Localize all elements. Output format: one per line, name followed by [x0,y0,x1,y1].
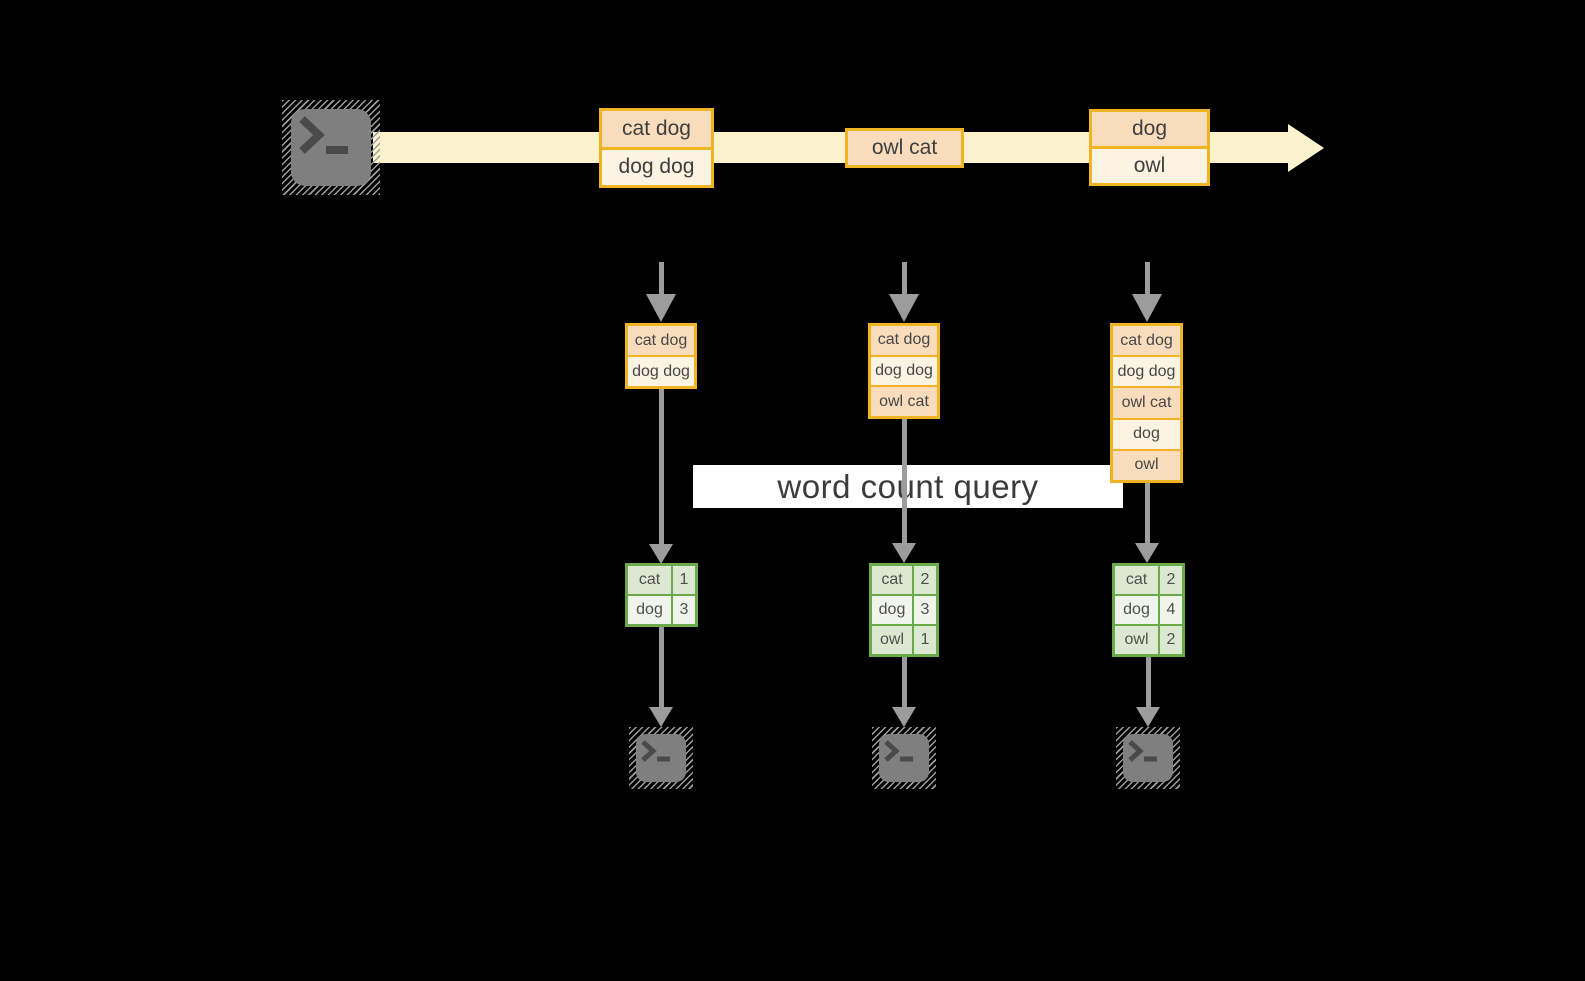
sink-terminal-icon-2 [872,727,936,789]
terminal-body [291,109,371,186]
stream-arrowhead-icon [1288,124,1324,172]
count-word: owl [872,626,912,654]
terminal-prompt-icon [299,116,348,154]
input-row: owl [1113,448,1180,481]
terminal-body [1123,734,1173,782]
query-arrow-shaft [902,416,907,544]
count-value: 1 [673,566,695,594]
dash-arrow-shaft [1145,262,1150,294]
input-row: owl cat [1113,386,1180,418]
batch-box-2: owl cat [845,128,964,168]
count-value: 3 [914,596,936,624]
terminal-body [636,734,686,782]
input-row: dog dog [628,355,694,386]
batch-line: dog [1092,112,1207,146]
count-value: 2 [1160,566,1182,594]
count-value: 1 [914,626,936,654]
batch-box-3: dog owl [1089,109,1210,186]
dash-arrow-shaft [659,262,664,294]
down-arrowhead-icon [1136,707,1160,727]
batch-box-1: cat dog dog dog [599,108,714,188]
count-word: owl [1115,626,1158,654]
sink-terminal-icon-1 [629,727,693,789]
batch-line: owl [1092,146,1207,183]
count-word: cat [628,566,671,594]
query-banner: word count query [693,465,1123,508]
input-row: dog dog [1113,355,1180,387]
batch-line: owl cat [848,131,961,165]
down-arrowhead-icon [892,543,916,563]
query-arrow-shaft [1145,480,1150,544]
count-word: dog [1115,596,1158,624]
input-row: dog [1113,417,1180,449]
down-arrowhead-icon [889,294,919,322]
count-value: 2 [914,566,936,594]
terminal-prompt-icon [884,740,913,762]
source-terminal-icon [282,100,380,195]
down-arrowhead-icon [1132,294,1162,322]
input-row: cat dog [871,326,937,355]
query-label: word count query [777,467,1039,505]
count-word: dog [628,596,671,624]
sink-arrow-shaft [902,656,907,708]
input-row: dog dog [871,354,937,386]
count-value: 4 [1160,596,1182,624]
down-arrowhead-icon [1135,543,1159,563]
input-row: cat dog [628,326,694,355]
dash-arrow-shaft [902,262,907,294]
count-word: dog [872,596,912,624]
count-word: cat [1115,566,1158,594]
terminal-prompt-icon [641,740,670,762]
input-table-2: cat dog dog dog owl cat [868,323,940,419]
count-table-2: cat 2 dog 3 owl 1 [869,563,939,657]
count-word: cat [872,566,912,594]
down-arrowhead-icon [646,294,676,322]
count-table-3: cat 2 dog 4 owl 2 [1112,563,1185,657]
down-arrowhead-icon [649,707,673,727]
batch-line: cat dog [602,111,711,147]
count-value: 2 [1160,626,1182,654]
terminal-body [879,734,929,782]
terminal-prompt-icon [1128,740,1157,762]
sink-arrow-shaft [659,626,664,708]
sink-terminal-icon-3 [1116,727,1180,789]
count-table-1: cat 1 dog 3 [625,563,698,627]
input-table-1: cat dog dog dog [625,323,697,389]
query-arrow-shaft [659,386,664,544]
count-value: 3 [673,596,695,624]
input-row: owl cat [871,385,937,417]
down-arrowhead-icon [649,544,673,564]
input-table-3: cat dog dog dog owl cat dog owl [1110,323,1183,483]
input-row: cat dog [1113,326,1180,356]
batch-line: dog dog [602,146,711,185]
down-arrowhead-icon [892,707,916,727]
sink-arrow-shaft [1146,656,1151,708]
